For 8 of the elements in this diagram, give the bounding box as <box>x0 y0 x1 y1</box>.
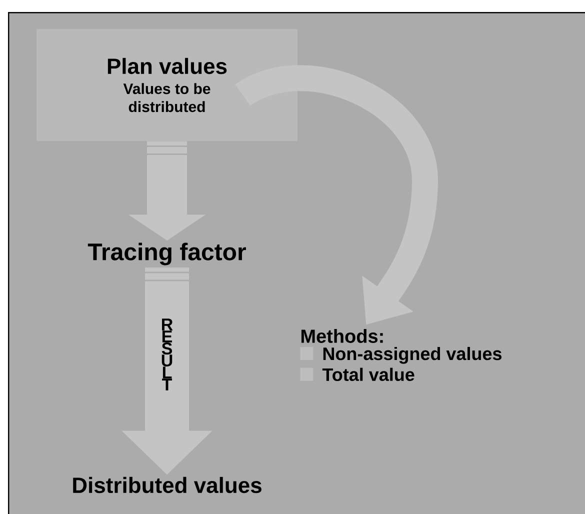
node-label: Non-assigned values <box>323 346 502 364</box>
edge-label: RESULT <box>159 318 175 392</box>
node-label: Distributed values <box>73 476 262 494</box>
node-label: Methods: <box>301 328 383 343</box>
node-label: Total value <box>322 368 414 382</box>
methods-list: Methods: Non-assigned values Total value <box>300 328 502 382</box>
node-label: Tracing factor <box>88 242 246 266</box>
plan-box: Plan values Values to be distributed <box>36 29 298 141</box>
